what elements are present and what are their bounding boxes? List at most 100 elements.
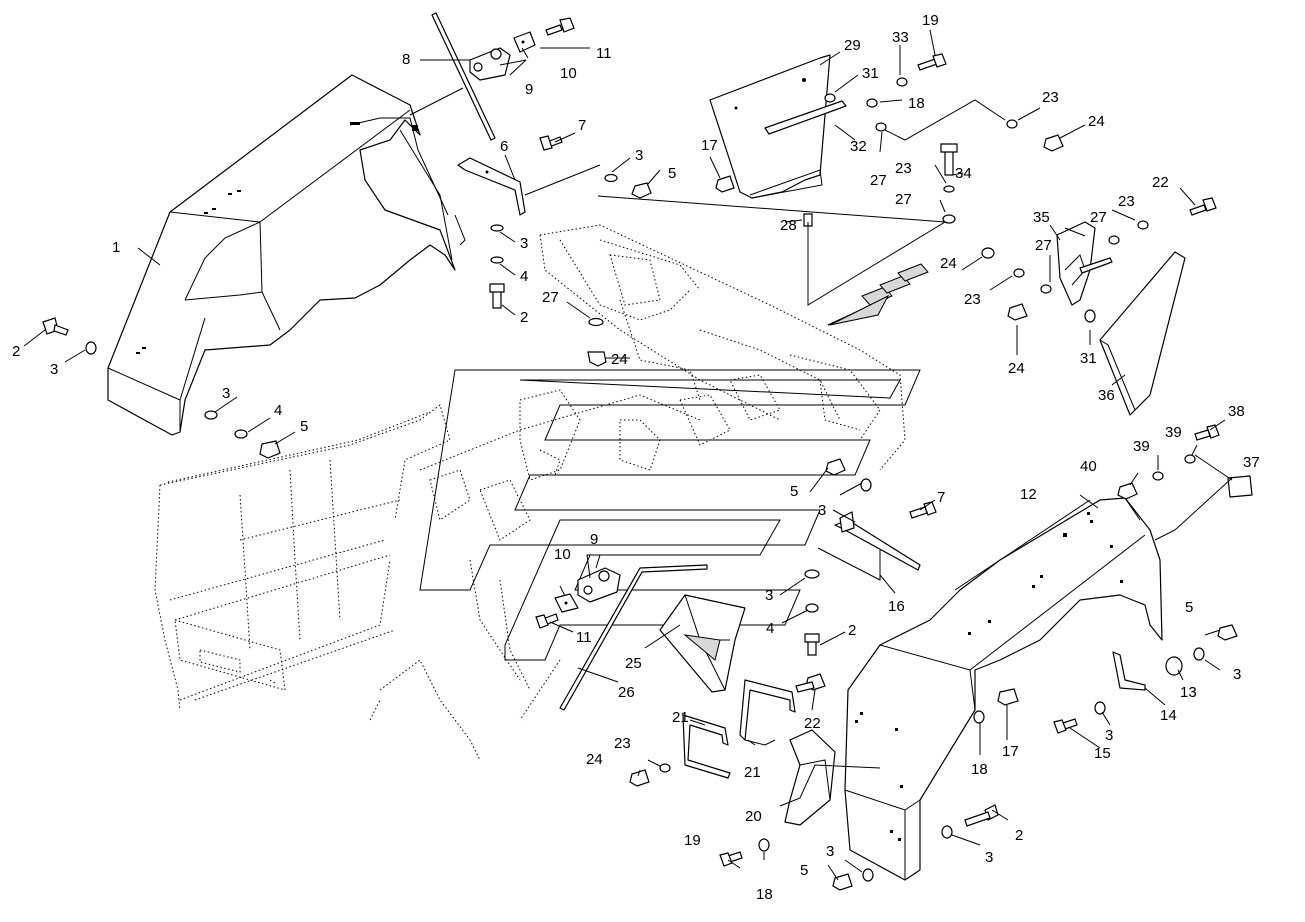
label-part-5: 5	[1185, 599, 1193, 616]
label-part-24: 24	[1008, 360, 1025, 377]
label-part-18: 18	[908, 95, 925, 112]
label-part-27: 27	[895, 191, 912, 208]
part-16-bracket	[817, 511, 921, 581]
center-fasteners	[489, 135, 652, 367]
part-32-strip	[764, 100, 847, 135]
label-part-33: 33	[892, 29, 909, 46]
label-part-2: 2	[520, 309, 528, 326]
label-part-3: 3	[1233, 666, 1241, 683]
part-8-rod	[431, 12, 496, 141]
label-part-24: 24	[940, 255, 957, 272]
label-part-36: 36	[1098, 387, 1115, 404]
part-12-right-fender	[844, 497, 1163, 881]
label-part-27: 27	[1035, 237, 1052, 254]
part-9-clamp-top	[469, 47, 511, 81]
label-part-7: 7	[578, 117, 586, 134]
part-number-labels: 1 2 3 3 4 5 8 9 10 11 7 6 3 5 3 4 2 27 2…	[12, 12, 1260, 903]
label-part-24: 24	[611, 351, 628, 368]
label-part-24: 24	[1088, 113, 1105, 130]
label-part-15: 15	[1094, 745, 1111, 762]
part-9-clamp-lower	[577, 567, 621, 603]
part-20-bracket	[784, 729, 836, 826]
label-part-37: 37	[1243, 454, 1260, 471]
label-part-3: 3	[826, 843, 834, 860]
label-part-12: 12	[1020, 486, 1037, 503]
label-part-21: 21	[744, 764, 761, 781]
part-11-bolt-lower	[535, 613, 559, 629]
part-29-mud-flap	[709, 54, 847, 199]
part-35-bracket	[1056, 221, 1113, 306]
label-part-31: 31	[1080, 350, 1097, 367]
label-part-17: 17	[1002, 743, 1019, 760]
label-part-10: 10	[554, 546, 571, 563]
label-part-38: 38	[1228, 403, 1245, 420]
label-part-19: 19	[922, 12, 939, 29]
label-part-9: 9	[590, 531, 598, 548]
part-21-bracket-right	[739, 679, 796, 746]
part-14-bracket	[1112, 651, 1146, 691]
part-6-bracket	[457, 157, 526, 216]
label-part-23: 23	[1042, 89, 1059, 106]
lower-center-fasteners	[804, 458, 937, 656]
part-11-bolt-top	[545, 17, 575, 36]
label-part-3: 3	[222, 385, 230, 402]
right-flap-fasteners	[981, 197, 1217, 323]
label-part-18: 18	[756, 886, 773, 903]
part-10-plate-lower	[554, 593, 579, 613]
label-part-4: 4	[520, 268, 528, 285]
label-part-11: 11	[596, 45, 612, 62]
label-part-5: 5	[668, 165, 676, 182]
label-part-27: 27	[870, 172, 887, 189]
label-part-25: 25	[625, 655, 642, 672]
label-part-32: 32	[850, 138, 867, 155]
part-21-bracket-left	[682, 714, 731, 779]
label-part-27: 27	[1090, 209, 1107, 226]
flap-fasteners	[715, 53, 1064, 227]
label-part-22: 22	[804, 715, 821, 732]
label-part-23: 23	[614, 735, 631, 752]
label-part-26: 26	[618, 684, 635, 701]
label-part-5: 5	[300, 418, 308, 435]
label-part-10: 10	[560, 65, 577, 82]
label-part-11: 11	[576, 629, 592, 646]
label-part-6: 6	[500, 138, 508, 155]
label-part-3: 3	[818, 502, 826, 519]
label-part-19: 19	[684, 832, 701, 849]
label-part-29: 29	[844, 37, 861, 54]
part-25-guard	[659, 594, 746, 693]
section-marker-e-mark	[419, 369, 921, 661]
left-fasteners	[42, 317, 281, 459]
label-part-17: 17	[701, 137, 718, 154]
label-part-14: 14	[1160, 707, 1177, 724]
part-26-rod	[559, 564, 708, 711]
right-fender-fasteners	[832, 424, 1253, 891]
label-part-8: 8	[402, 51, 410, 68]
label-part-3: 3	[50, 361, 58, 378]
label-part-1: 1	[112, 239, 120, 256]
label-part-3: 3	[635, 147, 643, 164]
label-part-16: 16	[888, 598, 905, 615]
label-part-2: 2	[1015, 827, 1023, 844]
label-part-3: 3	[985, 849, 993, 866]
label-part-9: 9	[525, 81, 533, 98]
label-part-35: 35	[1033, 209, 1050, 226]
label-part-20: 20	[745, 808, 762, 825]
label-part-23: 23	[1118, 193, 1135, 210]
label-part-18: 18	[971, 761, 988, 778]
label-part-7: 7	[937, 489, 945, 506]
warning-panel	[597, 195, 947, 326]
label-part-3: 3	[765, 587, 773, 604]
label-part-2: 2	[848, 622, 856, 639]
label-part-3: 3	[1105, 727, 1113, 744]
label-part-28: 28	[780, 217, 797, 234]
lower-left-fasteners	[629, 673, 826, 867]
leader-lines	[23, 29, 1233, 881]
label-part-4: 4	[766, 620, 774, 637]
label-part-13: 13	[1180, 684, 1197, 701]
part-37-plate	[1227, 475, 1253, 498]
tractor-frame-background	[154, 224, 906, 761]
label-part-39: 39	[1165, 424, 1182, 441]
part-10-plate-top	[513, 31, 536, 53]
